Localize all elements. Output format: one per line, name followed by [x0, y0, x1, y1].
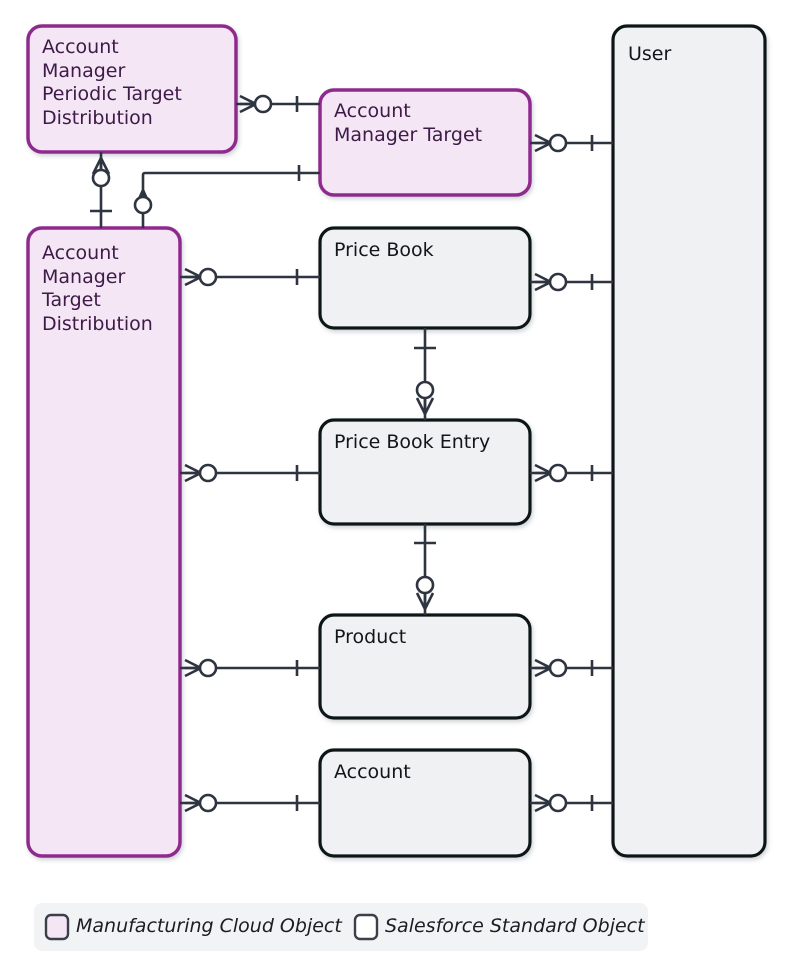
relationship-connectors: [90, 94, 613, 813]
entity-box-account-manager-target-distribution[interactable]: [26, 226, 182, 858]
connector-amptd-to-amtarget[interactable]: [236, 94, 320, 114]
connector-product-to-price-book-entry[interactable]: [414, 524, 436, 615]
entity-box-account[interactable]: [318, 748, 532, 858]
legend-panel: [34, 903, 648, 951]
entity-box-account-manager-target[interactable]: [318, 88, 532, 197]
legend-background: [34, 903, 648, 951]
connector-amtd-to-amtarget[interactable]: [133, 165, 320, 228]
entity-boxes: [26, 24, 767, 858]
connector-amtarget-to-user[interactable]: [530, 133, 613, 153]
connector-amtd-to-product[interactable]: [180, 658, 320, 678]
entity-box-user[interactable]: [611, 24, 767, 858]
connector-price-book-entry-to-user[interactable]: [530, 463, 613, 483]
manufacturing-cloud-swatch: [44, 913, 70, 941]
legend-label-manufacturing-cloud-object: Manufacturing Cloud Object: [76, 915, 342, 937]
connector-product-to-user[interactable]: [530, 658, 613, 678]
connector-amtd-to-amptd[interactable]: [90, 152, 112, 228]
salesforce-standard-swatch: [353, 913, 379, 941]
entity-box-price-book-entry[interactable]: [318, 418, 532, 526]
legend-label-salesforce-standard-object: Salesforce Standard Object: [385, 915, 645, 937]
entity-box-product[interactable]: [318, 613, 532, 720]
entity-box-price-book[interactable]: [318, 226, 532, 330]
connector-account-to-user[interactable]: [530, 793, 613, 813]
connector-amtd-to-price-book[interactable]: [180, 267, 320, 287]
connector-price-book-entry-to-price-book[interactable]: [414, 328, 436, 420]
connector-amtd-to-account[interactable]: [180, 793, 320, 813]
connector-amtd-to-price-book-entry[interactable]: [180, 463, 320, 483]
entity-box-account-manager-periodic-target-distribution[interactable]: [26, 24, 238, 154]
connector-price-book-to-user[interactable]: [530, 272, 613, 292]
